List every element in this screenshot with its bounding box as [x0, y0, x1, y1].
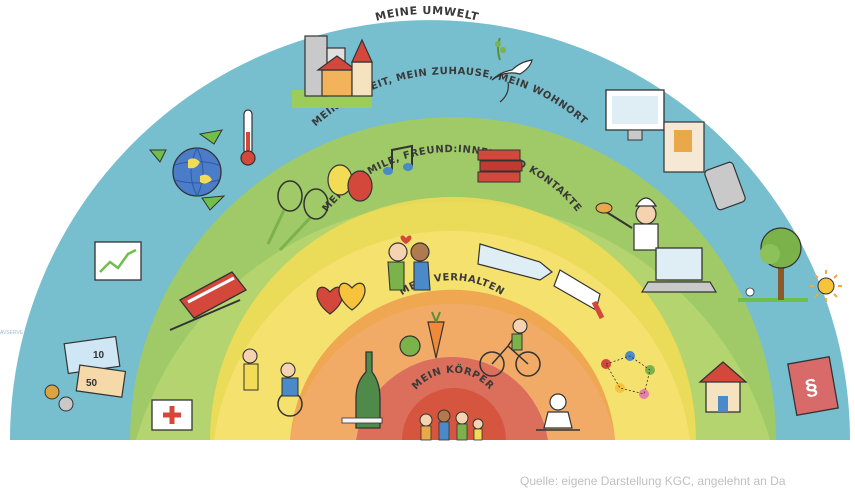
thermometer-icon — [240, 109, 256, 166]
network-icon — [601, 351, 655, 399]
sun-icon — [810, 270, 842, 302]
money-coin-value: 50 — [86, 378, 98, 389]
food-icon — [399, 311, 445, 359]
dove-icon — [491, 37, 533, 103]
svg-text:§: § — [803, 373, 819, 400]
handshake-icon — [477, 243, 605, 320]
music-note-icon — [383, 144, 413, 175]
care-icon — [242, 348, 303, 417]
couple-icon — [387, 235, 431, 291]
first-aid-icon — [151, 399, 193, 431]
band-verhalten — [290, 289, 615, 440]
source-caption: Quelle: eigene Darstellung KGC, angelehn… — [520, 474, 786, 488]
bicycle-icon — [479, 318, 541, 377]
house-icon — [698, 361, 748, 413]
devices-icon — [605, 89, 746, 211]
side-tag: AVSERVE — [0, 330, 24, 336]
bottle-icon — [341, 351, 383, 429]
meditation-icon — [536, 393, 580, 431]
globe-icon — [148, 129, 226, 211]
money-note-value: 10 — [93, 350, 105, 361]
family-icon — [419, 409, 484, 441]
chart-icon — [94, 241, 142, 281]
tree-icon — [738, 227, 808, 302]
train-icon — [169, 271, 247, 331]
books-icon — [477, 149, 523, 183]
cook-icon — [595, 197, 659, 251]
rackets-icon — [266, 180, 329, 252]
hearts-icon — [316, 282, 366, 315]
laptop-icon — [640, 247, 718, 293]
band-arbeit — [130, 117, 776, 441]
law-book-icon: § — [787, 355, 839, 417]
band-familie — [210, 197, 696, 440]
masks-icon — [327, 164, 373, 202]
city-illustration — [292, 35, 373, 108]
money-icon: 10 50 — [44, 335, 127, 412]
